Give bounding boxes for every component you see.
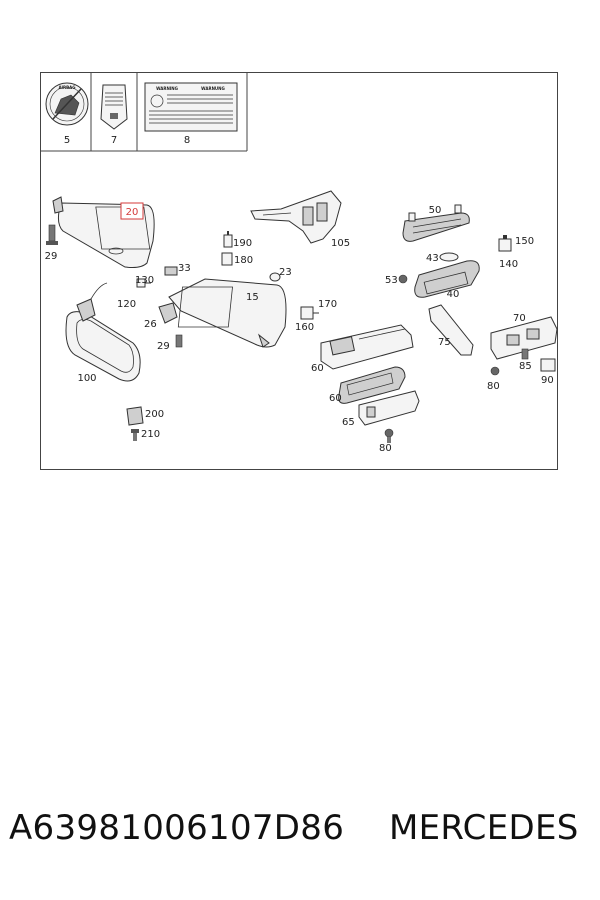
- bulb-23: [269, 272, 281, 282]
- part-label-180: 180: [234, 255, 253, 266]
- brand-name: MERCEDES: [389, 808, 579, 848]
- highlight-box-20: [120, 202, 144, 220]
- screw-29-left: [46, 224, 58, 245]
- reading-lamp-40: [414, 260, 480, 298]
- part-label-26: 26: [144, 319, 157, 330]
- warning-left-text: WARNING: [156, 86, 178, 91]
- grab-handle-50: [402, 204, 470, 242]
- part-label-200: 200: [145, 409, 164, 420]
- part-label-100: 100: [77, 373, 96, 384]
- part-label-70: 70: [513, 313, 526, 324]
- product-caption: A63981006107D86 MERCEDES: [0, 808, 600, 858]
- part-label-15: 15: [246, 292, 259, 303]
- part-label-150: 150: [515, 236, 534, 247]
- part-label-170: 170: [318, 299, 337, 310]
- clip-150: [498, 235, 512, 252]
- screw-53: [398, 274, 408, 284]
- part-label-80a: 80: [487, 381, 500, 392]
- part-label-80b: 80: [379, 443, 392, 454]
- part-label-29b: 29: [157, 341, 170, 352]
- airbag-round-sticker: AIRBAG: [45, 82, 89, 126]
- part-label-140: 140: [499, 259, 518, 270]
- clip-190: [223, 231, 233, 248]
- control-module-70: [490, 316, 558, 360]
- roof-console-trim-60-upper: [320, 324, 414, 370]
- part-label-65: 65: [342, 417, 355, 428]
- part-label-29a: 29: [45, 251, 58, 262]
- clip-170: [300, 306, 319, 320]
- part-label-23: 23: [279, 267, 292, 278]
- clip-180: [221, 252, 233, 266]
- part-label-190: 190: [233, 238, 252, 249]
- screw-29-center: [175, 334, 183, 348]
- part-label-75: 75: [438, 337, 451, 348]
- part-label-60b: 60: [329, 393, 342, 404]
- parts-diagram: AIRBAG 5 7 WARNING WARNUNG: [40, 72, 558, 470]
- part-label-160: 160: [295, 322, 314, 333]
- mounting-panel-75: [428, 304, 474, 356]
- part-label-85: 85: [519, 361, 532, 372]
- part-label-130: 130: [135, 275, 154, 286]
- part-label-20: 20: [126, 207, 139, 218]
- part-label-105: 105: [331, 238, 350, 249]
- part-label-7: 7: [111, 135, 117, 146]
- part-label-90: 90: [541, 375, 554, 386]
- part-label-5: 5: [64, 135, 70, 146]
- sticker-90: [540, 358, 556, 372]
- clip-33: [164, 266, 178, 276]
- bracket-26: [158, 302, 178, 324]
- parts-diagram-svg: AIRBAG 5 7 WARNING WARNUNG: [41, 73, 558, 454]
- part-label-8: 8: [184, 135, 190, 146]
- airbag-tag-sticker: [100, 84, 128, 130]
- console-bracket-105: [250, 190, 342, 244]
- sun-visor-right: [168, 278, 287, 348]
- part-number: A63981006107D86: [9, 808, 345, 848]
- part-label-60a: 60: [311, 363, 324, 374]
- sticker-inset-panel: AIRBAG 5 7 WARNING WARNUNG: [41, 73, 248, 152]
- part-label-50: 50: [429, 205, 442, 216]
- warning-right-text: WARNUNG: [201, 86, 225, 91]
- part-label-120: 120: [117, 299, 136, 310]
- part-label-53: 53: [385, 275, 398, 286]
- part-label-40: 40: [447, 289, 460, 300]
- screw-80-lower: [384, 428, 394, 443]
- lamp-frame-60-lower: [338, 366, 406, 404]
- part-label-33: 33: [178, 263, 191, 274]
- airbag-badge-text: AIRBAG: [58, 85, 75, 90]
- screw-80-right: [490, 366, 500, 376]
- mirror-screw-210: [131, 429, 139, 441]
- clip-130: [136, 278, 151, 288]
- rear-view-mirror-100: [65, 282, 141, 382]
- bulb-43: [439, 252, 459, 262]
- bracket-65: [358, 390, 420, 426]
- warning-label-sticker: WARNING WARNUNG: [144, 82, 238, 132]
- part-label-210: 210: [141, 429, 160, 440]
- part-label-43: 43: [426, 253, 439, 264]
- mirror-cover-200: [126, 406, 144, 426]
- screw-85: [521, 348, 529, 360]
